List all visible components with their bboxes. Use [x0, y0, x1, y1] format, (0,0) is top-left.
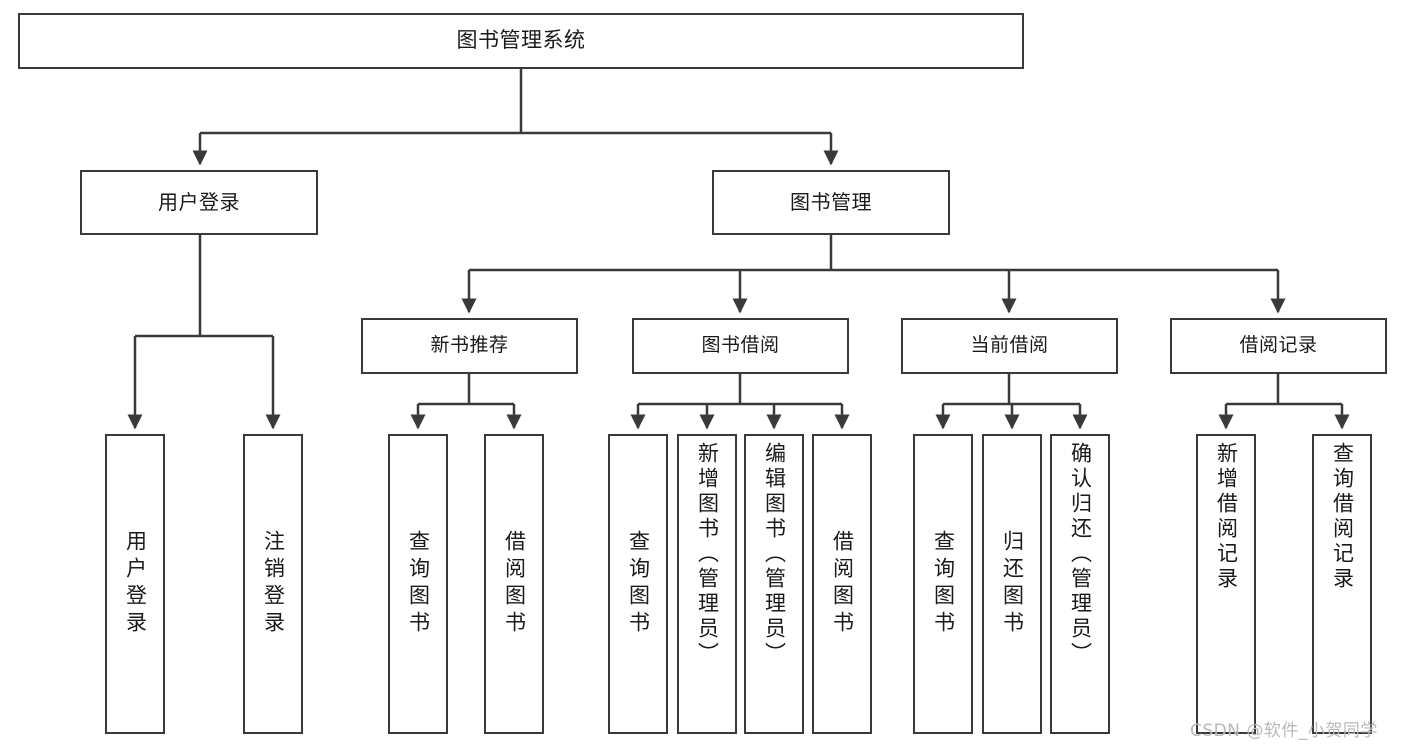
leaf-borrow-book-under-new-book-recommendation[interactable]: 借阅图书 [484, 434, 544, 734]
node-book-borrowing-label: 图书借阅 [701, 334, 780, 357]
node-user-login[interactable]: 用户登录 [80, 170, 318, 235]
node-book-management-label: 图书管理 [790, 190, 872, 215]
leaf-return-book-label: 归还图书 [1000, 530, 1025, 638]
leaf-query-book-under-book-borrowing[interactable]: 查询图书 [608, 434, 668, 734]
leaf-user-logout-label: 注销登录 [261, 530, 286, 638]
leaf-borrow-book-under-book-borrowing[interactable]: 借阅图书 [812, 434, 872, 734]
leaf-query-book-2-label: 查询图书 [626, 530, 651, 638]
leaf-add-record-label: 新增借阅记录 [1214, 442, 1239, 592]
node-user-login-label: 用户登录 [158, 190, 240, 215]
leaf-user-login[interactable]: 用户登录 [105, 434, 165, 734]
leaf-user-logout[interactable]: 注销登录 [243, 434, 303, 734]
node-current-borrowing[interactable]: 当前借阅 [901, 318, 1118, 374]
leaf-query-borrowing-record[interactable]: 查询借阅记录 [1312, 434, 1372, 734]
node-new-book-recommendation-label: 新书推荐 [430, 334, 509, 357]
leaf-query-book-3-label: 查询图书 [931, 530, 956, 638]
node-borrowing-record[interactable]: 借阅记录 [1170, 318, 1387, 374]
node-book-management[interactable]: 图书管理 [712, 170, 950, 235]
node-book-borrowing[interactable]: 图书借阅 [632, 318, 849, 374]
leaf-return-book[interactable]: 归还图书 [982, 434, 1042, 734]
leaf-query-book-under-new-book-recommendation[interactable]: 查询图书 [388, 434, 448, 734]
leaf-query-book-under-current-borrowing[interactable]: 查询图书 [913, 434, 973, 734]
leaf-edit-book-admin[interactable]: 编辑图书（管理员） [744, 434, 804, 734]
leaf-confirm-return-admin[interactable]: 确认归还（管理员） [1050, 434, 1110, 734]
leaf-query-record-label: 查询借阅记录 [1330, 442, 1355, 592]
leaf-add-borrowing-record[interactable]: 新增借阅记录 [1196, 434, 1256, 734]
leaf-user-login-label: 用户登录 [123, 530, 148, 638]
node-root-system[interactable]: 图书管理系统 [18, 13, 1024, 69]
leaf-add-book-label: 新增图书（管理员） [695, 442, 720, 667]
leaf-borrow-book-2-label: 借阅图书 [830, 530, 855, 638]
leaf-borrow-book-1-label: 借阅图书 [502, 530, 527, 638]
node-current-borrowing-label: 当前借阅 [970, 334, 1049, 357]
node-root-label: 图书管理系统 [456, 28, 586, 53]
leaf-edit-book-label: 编辑图书（管理员） [762, 442, 787, 667]
csdn-watermark: CSDN @软件_小贺同学 [1190, 721, 1378, 741]
node-new-book-recommendation[interactable]: 新书推荐 [361, 318, 578, 374]
leaf-confirm-return-label: 确认归还（管理员） [1068, 442, 1093, 667]
leaf-add-book-admin[interactable]: 新增图书（管理员） [677, 434, 737, 734]
leaf-query-book-1-label: 查询图书 [406, 530, 431, 638]
node-borrowing-record-label: 借阅记录 [1239, 334, 1318, 357]
